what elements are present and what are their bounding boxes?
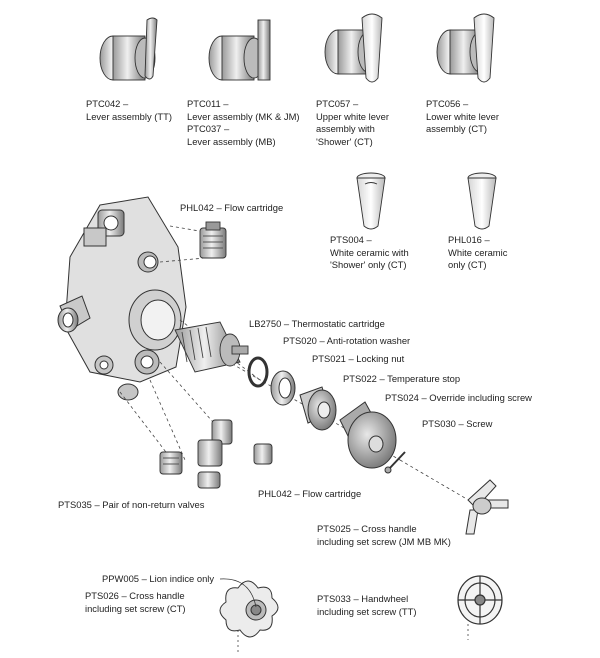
label-pts024: PTS024 – Override including screw <box>385 392 532 403</box>
override-illustration <box>339 401 397 469</box>
label-pts020: PTS020 – Anti-rotation washer <box>283 335 411 346</box>
label-ptc011-ptc037: PTC011 – Lever assembly (MK & JM) PTC037… <box>187 98 300 147</box>
label-ppw005: PPW005 – Lion indice only <box>102 573 215 584</box>
handle-stem-guides <box>237 624 469 652</box>
locking-nut-illustration <box>270 370 296 406</box>
anti-rotation-washer-illustration <box>247 356 269 388</box>
label-ptc042: PTC042 – Lever assembly (TT) <box>86 98 172 122</box>
cross-handle-jm-mb-mk-illustration <box>465 479 509 535</box>
label-pts004: PTS004 – White ceramic with 'Shower' onl… <box>330 234 409 271</box>
label-pts035: PTS035 – Pair of non-return valves <box>58 499 205 510</box>
upper-white-lever-assembly-illustration <box>324 13 383 83</box>
lever-assembly-tt-illustration <box>99 17 158 81</box>
flow-cartridge-bottom-illustration <box>197 419 273 489</box>
lion-indice-pointer <box>219 578 257 608</box>
flow-cartridge-top-illustration <box>199 221 227 259</box>
label-pts026: PTS026 – Cross handle including set scre… <box>85 590 186 614</box>
thermostatic-cartridge-illustration <box>174 321 249 373</box>
cross-handle-ct-illustration <box>219 580 279 638</box>
screw-illustration <box>384 451 406 474</box>
thermostatic-valve-body-illustration <box>57 196 187 401</box>
lever-assembly-mk-jm-illustration <box>208 19 271 81</box>
label-pts021: PTS021 – Locking nut <box>312 353 405 364</box>
label-pts022: PTS022 – Temperature stop <box>343 373 461 384</box>
label-phl042-bottom: PHL042 – Flow cartridge <box>258 488 362 499</box>
lower-white-lever-assembly-illustration <box>436 13 495 83</box>
non-return-valves-illustration <box>159 451 183 475</box>
label-ptc057: PTC057 – Upper white lever assembly with… <box>316 98 389 147</box>
label-pts033: PTS033 – Handwheel including set screw (… <box>317 593 417 617</box>
label-phl016: PHL016 – White ceramic only (CT) <box>448 234 508 271</box>
white-ceramic-lever-illustration <box>467 172 497 230</box>
label-pts030: PTS030 – Screw <box>422 418 493 429</box>
temperature-stop-illustration <box>299 386 337 431</box>
white-ceramic-shower-lever-illustration <box>356 172 386 230</box>
label-pts025: PTS025 – Cross handle including set scre… <box>317 523 451 547</box>
handwheel-tt-illustration <box>457 575 503 625</box>
label-ptc056: PTC056 – Lower white lever assembly (CT) <box>426 98 499 135</box>
label-phl042-top: PHL042 – Flow cartridge <box>180 202 284 213</box>
label-lb2750: LB2750 – Thermostatic cartridge <box>249 318 385 329</box>
